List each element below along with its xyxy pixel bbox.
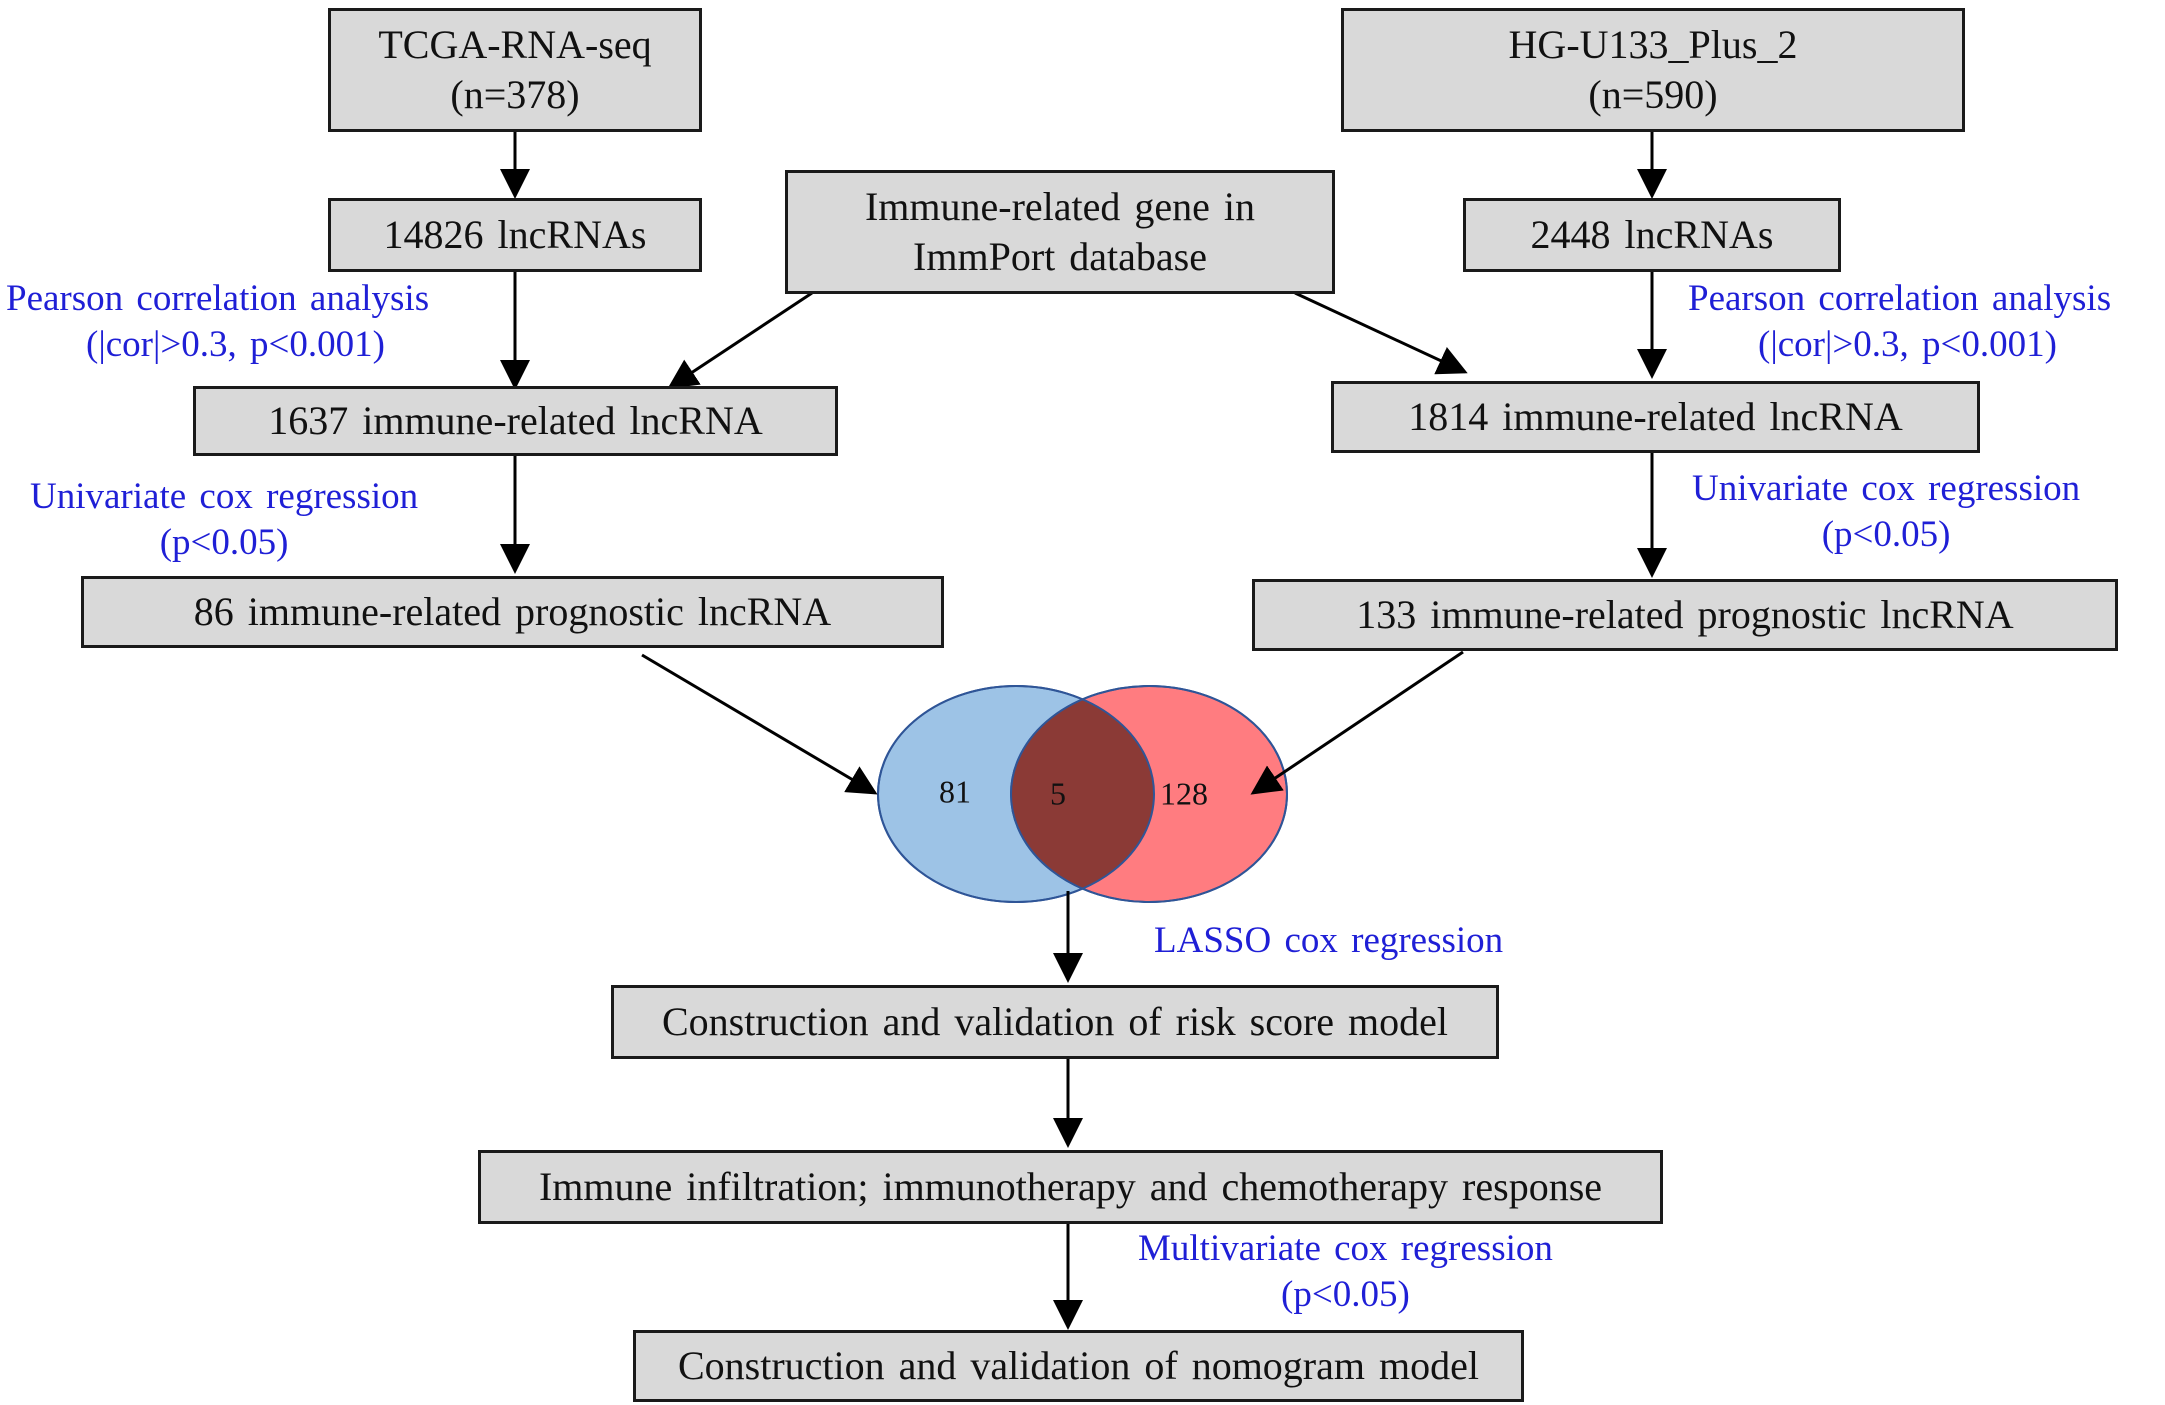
- lasso-annotation: LASSO cox regression: [1154, 918, 1503, 964]
- left-immune-lncrna-box: 1637 immune-related lncRNA: [193, 386, 838, 456]
- hgu133-source-box: HG-U133_Plus_2 (n=590): [1341, 8, 1965, 132]
- right-univariate-threshold: (p<0.05): [1821, 514, 1951, 556]
- immport-line2: ImmPort database: [913, 234, 1207, 279]
- arrow-86-to-venn: [641, 653, 878, 795]
- venn-overlap-count: 5: [1050, 775, 1066, 812]
- venn-left-outline: [877, 685, 1155, 903]
- left-pearson-threshold: (|cor|>0.3, p<0.001): [86, 324, 385, 366]
- right-immune-lncrna-box: 1814 immune-related lncRNA: [1331, 381, 1980, 453]
- right-univariate-annotation: Univariate cox regression (p<0.05): [1692, 466, 2080, 559]
- hgu133-source-count: (n=590): [1588, 72, 1718, 117]
- nomogram-model-label: Construction and validation of nomogram …: [678, 1343, 1479, 1388]
- left-prognostic-box: 86 immune-related prognostic lncRNA: [81, 576, 944, 648]
- tcga-source-count: (n=378): [450, 72, 580, 117]
- arrow-immport-to-1814: [1294, 291, 1468, 375]
- venn-overlap-region: [1011, 686, 1154, 902]
- immport-line1: Immune-related gene in: [864, 184, 1256, 229]
- tcga-lncrnas-label: 14826 lncRNAs: [383, 212, 647, 257]
- right-univariate-method: Univariate cox regression: [1692, 468, 2081, 509]
- left-univariate-annotation: Univariate cox regression (p<0.05): [30, 474, 418, 567]
- risk-score-model-box: Construction and validation of risk scor…: [611, 985, 1499, 1059]
- nomogram-model-box: Construction and validation of nomogram …: [633, 1330, 1524, 1402]
- venn-right-only-count: 128: [1160, 775, 1208, 812]
- immune-infiltration-label: Immune infiltration; immunotherapy and c…: [538, 1164, 1603, 1209]
- tcga-source-box: TCGA-RNA-seq (n=378): [328, 8, 702, 132]
- right-prognostic-box: 133 immune-related prognostic lncRNA: [1252, 579, 2118, 651]
- left-univariate-threshold: (p<0.05): [159, 522, 289, 564]
- immune-infiltration-box: Immune infiltration; immunotherapy and c…: [478, 1150, 1663, 1224]
- right-pearson-annotation: Pearson correlation analysis (|cor|>0.3,…: [1688, 276, 2111, 369]
- left-univariate-method: Univariate cox regression: [30, 476, 419, 517]
- arrow-immport-to-1637: [667, 291, 813, 389]
- left-immune-lncrna-label: 1637 immune-related lncRNA: [268, 398, 763, 443]
- venn-diagram: [877, 685, 1288, 903]
- right-pearson-method: Pearson correlation analysis: [1688, 278, 2112, 319]
- right-immune-lncrna-label: 1814 immune-related lncRNA: [1408, 394, 1903, 439]
- venn-right-outline: [1010, 685, 1288, 903]
- multivariate-method: Multivariate cox regression: [1138, 1228, 1553, 1269]
- multivariate-threshold: (p<0.05): [1281, 1274, 1410, 1316]
- tcga-source-title: TCGA-RNA-seq: [378, 22, 652, 67]
- left-pearson-method: Pearson correlation analysis: [6, 278, 430, 319]
- right-pearson-threshold: (|cor|>0.3, p<0.001): [1758, 324, 2057, 366]
- right-prognostic-label: 133 immune-related prognostic lncRNA: [1356, 592, 2014, 637]
- hgu133-source-title: HG-U133_Plus_2: [1508, 22, 1798, 67]
- hgu133-lncrnas-label: 2448 lncRNAs: [1530, 212, 1774, 257]
- immport-box: Immune-related gene in ImmPort database: [785, 170, 1335, 294]
- arrow-133-to-venn: [1250, 650, 1464, 795]
- left-prognostic-label: 86 immune-related prognostic lncRNA: [193, 589, 832, 634]
- hgu133-lncrnas-box: 2448 lncRNAs: [1463, 198, 1841, 272]
- risk-score-model-label: Construction and validation of risk scor…: [661, 999, 1449, 1044]
- tcga-lncrnas-box: 14826 lncRNAs: [328, 198, 702, 272]
- multivariate-annotation: Multivariate cox regression (p<0.05): [1138, 1226, 1553, 1319]
- venn-left-only-count: 81: [939, 773, 971, 810]
- left-pearson-annotation: Pearson correlation analysis (|cor|>0.3,…: [6, 276, 429, 369]
- lasso-label: LASSO cox regression: [1154, 920, 1504, 961]
